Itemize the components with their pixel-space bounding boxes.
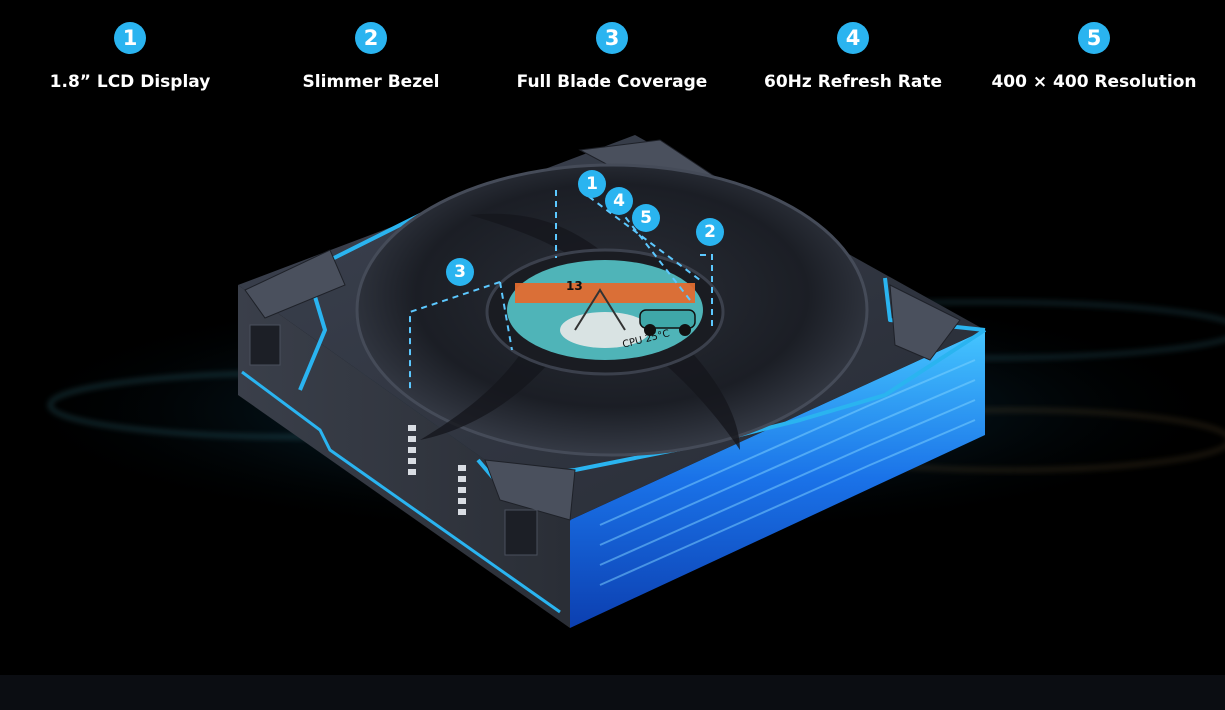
feature-slimmer-bezel: 2 Slimmer Bezel xyxy=(256,22,486,92)
fan-illustration xyxy=(0,135,1225,628)
feature-label: Full Blade Coverage xyxy=(516,72,708,92)
feature-lcd-display: 1 1.8” LCD Display xyxy=(15,22,245,92)
feature-resolution: 5 400 × 400 Resolution xyxy=(979,22,1209,92)
feature-label: 60Hz Refresh Rate xyxy=(764,72,942,92)
lcd-car-wheel-rear xyxy=(679,324,691,336)
feature-number-badge: 1 xyxy=(114,22,146,54)
feature-number-badge: 2 xyxy=(355,22,387,54)
callout-badge-4: 4 xyxy=(605,187,633,215)
front-vents xyxy=(408,425,466,515)
feature-label: Slimmer Bezel xyxy=(302,72,440,92)
lcd-car-wheel-front xyxy=(644,324,656,336)
bottom-strip xyxy=(0,675,1225,710)
product-hero: 13 CPU 25°C 1 4 5 2 3 1 1.8” LCD Display… xyxy=(0,0,1225,628)
feature-list: 1 1.8” LCD Display 2 Slimmer Bezel 3 Ful… xyxy=(0,0,1225,120)
feature-number-badge: 5 xyxy=(1078,22,1110,54)
callout-badge-2: 2 xyxy=(696,218,724,246)
callout-lines xyxy=(409,189,713,390)
lcd-car-mark xyxy=(574,288,626,331)
feature-number-badge: 4 xyxy=(837,22,869,54)
feature-full-blade-coverage: 3 Full Blade Coverage xyxy=(497,22,727,92)
feature-label: 1.8” LCD Display xyxy=(49,72,211,92)
feature-label: 400 × 400 Resolution xyxy=(991,72,1197,92)
lcd-stripe xyxy=(515,283,695,303)
fan-left-side xyxy=(238,285,570,628)
callout-badge-3: 3 xyxy=(446,258,474,286)
callout-badge-5: 5 xyxy=(632,204,660,232)
callout-badge-1: 1 xyxy=(578,170,606,198)
lcd-white-oval xyxy=(560,312,650,348)
lcd-car-body xyxy=(639,309,696,329)
right-side-stripes xyxy=(599,359,976,586)
lcd-number: 13 xyxy=(566,279,583,293)
corner-caps xyxy=(244,139,961,521)
feature-number-badge: 3 xyxy=(596,22,628,54)
left-side-light xyxy=(241,370,561,614)
front-port xyxy=(504,509,538,556)
feature-refresh-rate: 4 60Hz Refresh Rate xyxy=(738,22,968,92)
fan-right-side xyxy=(570,330,985,628)
left-port xyxy=(249,324,281,366)
